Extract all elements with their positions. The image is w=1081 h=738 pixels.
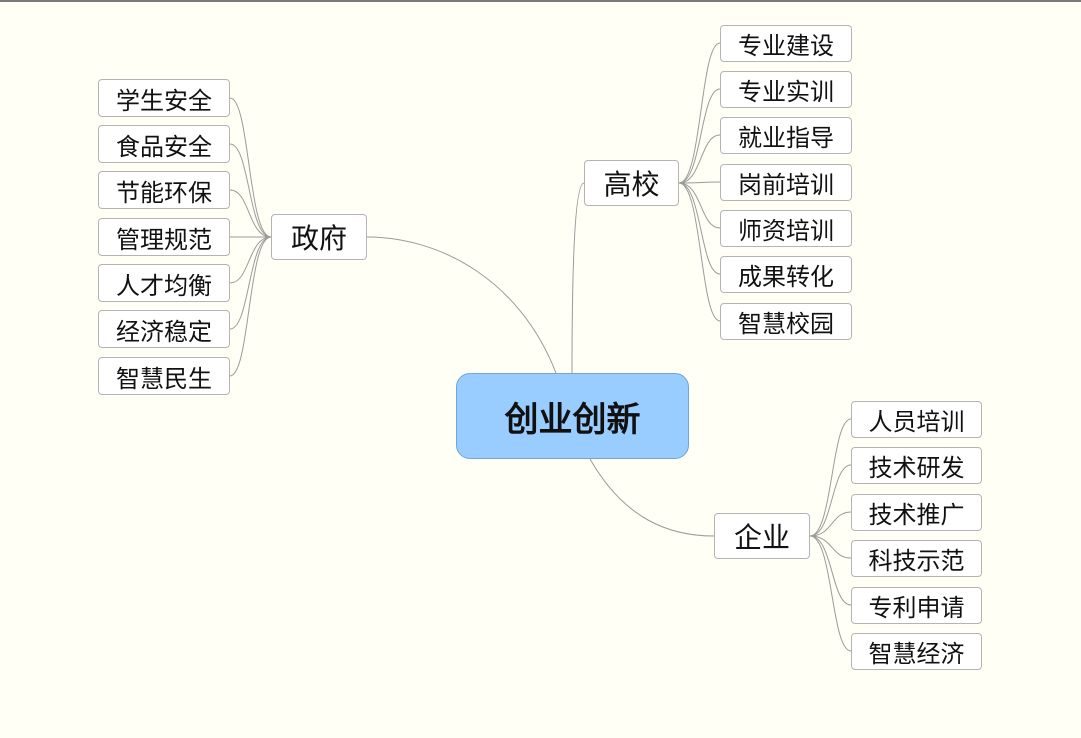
connector-government-0: [229, 97, 272, 238]
center-topic[interactable]: 创业创新: [456, 373, 689, 459]
subtopic-label: 食品安全: [116, 132, 212, 161]
branch-topic-label: 政府: [290, 222, 347, 255]
connector-center-university: [571, 182, 585, 374]
subtopic-label: 成果转化: [738, 263, 834, 291]
branch-topic-label: 企业: [733, 521, 790, 554]
connector-university-2: [678, 134, 721, 184]
subtopic-university-0[interactable]: 专业建设: [720, 25, 852, 62]
subtopic-label: 专利申请: [868, 594, 965, 622]
subtopic-university-6[interactable]: 智慧校园: [720, 303, 852, 340]
connector-government-5: [229, 236, 272, 330]
subtopic-government-6[interactable]: 智慧民生: [98, 357, 230, 395]
subtopic-label: 人才均衡: [116, 271, 212, 300]
subtopic-enterprise-5[interactable]: 智慧经济: [851, 633, 982, 670]
subtopic-university-4[interactable]: 师资培训: [720, 210, 852, 247]
connector-university-4: [678, 182, 721, 229]
connector-center-enterprise: [589, 458, 715, 537]
subtopic-label: 智慧校园: [738, 310, 834, 338]
connector-center-government: [366, 236, 557, 374]
subtopic-label: 技术推广: [868, 501, 965, 529]
subtopic-label: 智慧经济: [868, 640, 965, 668]
connector-university-5: [678, 182, 721, 275]
subtopic-label: 就业指导: [738, 124, 834, 152]
subtopic-enterprise-2[interactable]: 技术推广: [851, 494, 982, 531]
subtopic-label: 专业实训: [738, 78, 834, 106]
connector-government-1: [229, 143, 272, 238]
subtopic-enterprise-4[interactable]: 专利申请: [851, 587, 982, 624]
subtopic-label: 岗前培训: [738, 171, 834, 199]
subtopic-enterprise-3[interactable]: 科技示范: [851, 540, 982, 577]
subtopic-government-1[interactable]: 食品安全: [98, 125, 230, 163]
connector-university-3: [678, 181, 721, 184]
branch-topic-enterprise[interactable]: 企业: [714, 513, 810, 559]
connector-university-1: [678, 88, 721, 184]
subtopic-label: 经济稳定: [116, 317, 212, 346]
subtopic-government-5[interactable]: 经济稳定: [98, 310, 230, 348]
subtopic-label: 技术研发: [868, 454, 965, 482]
branch-topic-government[interactable]: 政府: [271, 214, 367, 260]
subtopic-enterprise-1[interactable]: 技术研发: [851, 447, 982, 484]
subtopic-government-0[interactable]: 学生安全: [98, 79, 230, 117]
subtopic-university-1[interactable]: 专业实训: [720, 71, 852, 108]
connector-enterprise-3: [809, 535, 852, 559]
subtopic-enterprise-0[interactable]: 人员培训: [851, 401, 982, 438]
connector-government-4: [229, 236, 272, 284]
connector-enterprise-1: [809, 464, 852, 537]
subtopic-label: 管理规范: [116, 225, 212, 254]
subtopic-label: 师资培训: [738, 217, 834, 245]
subtopic-label: 科技示范: [868, 547, 965, 575]
subtopic-government-2[interactable]: 节能环保: [98, 171, 230, 209]
subtopic-label: 学生安全: [116, 86, 212, 115]
subtopic-university-5[interactable]: 成果转化: [720, 256, 852, 293]
connector-enterprise-4: [809, 535, 852, 606]
branch-topic-label: 高校: [603, 168, 660, 201]
subtopic-label: 智慧民生: [116, 364, 212, 393]
center-topic-label: 创业创新: [504, 399, 641, 440]
branch-topic-university[interactable]: 高校: [584, 160, 679, 206]
subtopic-government-4[interactable]: 人才均衡: [98, 264, 230, 302]
connector-university-6: [678, 182, 721, 322]
connector-enterprise-2: [809, 511, 852, 537]
top-border-line: [0, 0, 1081, 2]
connector-government-2: [229, 189, 272, 238]
subtopic-government-3[interactable]: 管理规范: [98, 218, 230, 256]
subtopic-label: 节能环保: [116, 178, 212, 207]
subtopic-label: 人员培训: [868, 408, 965, 436]
subtopic-university-2[interactable]: 就业指导: [720, 117, 852, 154]
connector-university-0: [678, 42, 721, 184]
connector-enterprise-0: [809, 418, 852, 537]
subtopic-label: 专业建设: [738, 32, 834, 60]
connector-government-6: [229, 236, 272, 377]
subtopic-university-3[interactable]: 岗前培训: [720, 164, 852, 201]
connector-enterprise-5: [809, 535, 852, 652]
